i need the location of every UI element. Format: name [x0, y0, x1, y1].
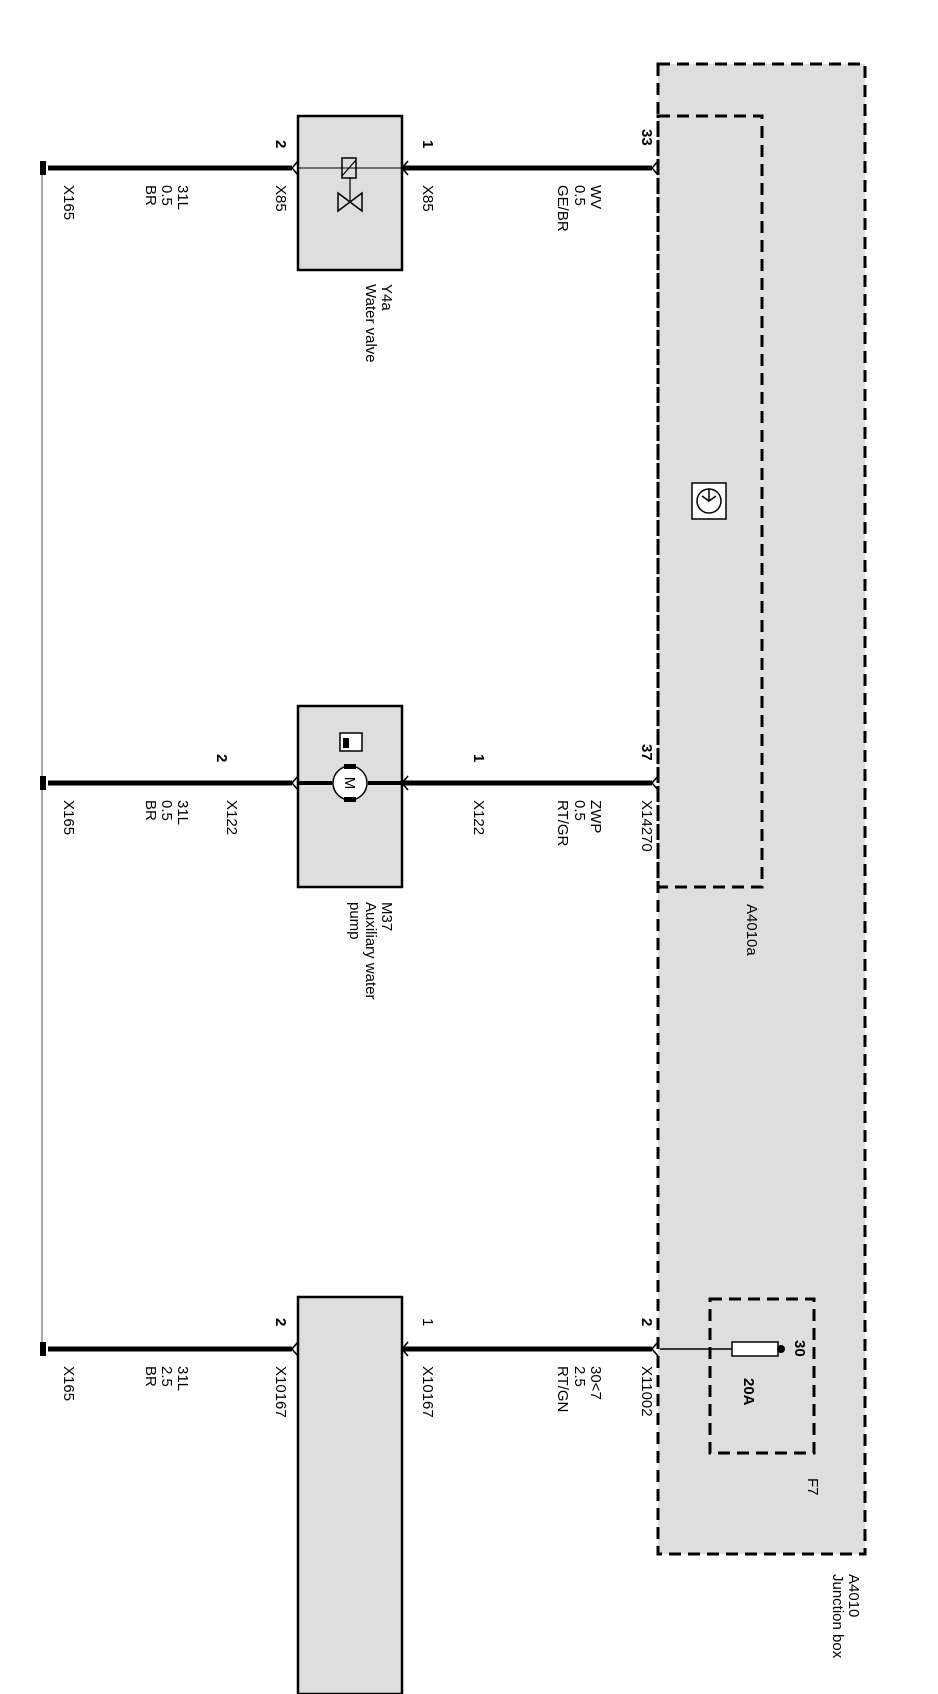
- pin-in-label: 1: [470, 754, 487, 762]
- ground-wire-color-label: BR: [142, 185, 159, 206]
- connector-in-label: X122: [470, 800, 487, 835]
- wire-size-label: 0.5: [571, 800, 588, 821]
- svg-text:M: M: [341, 777, 358, 790]
- ground-wire-color-label: BR: [142, 800, 159, 821]
- motor-icon: M: [332, 732, 368, 802]
- ground-label: X165: [60, 1366, 77, 1401]
- fuse-box-f7[interactable]: [708, 1297, 816, 1455]
- ground-wire-size-label: 0.5: [158, 800, 175, 821]
- wire-lines: [48, 165, 652, 1352]
- ground-label: X165: [60, 800, 77, 835]
- wire-name-label: 30<7: [587, 1366, 604, 1400]
- box-pin-label: 33: [638, 129, 655, 146]
- connector-in-label: X10167: [419, 1366, 436, 1418]
- component-name-label: Water valve: [362, 284, 379, 363]
- wire-size-label: 0.5: [571, 185, 588, 206]
- component-id-label: Y4a: [378, 284, 395, 311]
- component-name-label: Auxiliary water: [362, 902, 379, 1000]
- wire-color-label: RT/GN: [554, 1366, 571, 1412]
- ground-wire-name-label: 31L: [174, 1366, 191, 1391]
- pin-out-label: 2: [272, 1318, 289, 1326]
- box-connector-label: X11002: [638, 1366, 655, 1417]
- fuse-icon: [660, 1341, 785, 1357]
- component-name-label-2: pump: [346, 902, 363, 940]
- ground-wire-name-label: 31L: [174, 185, 191, 210]
- pin-in-label: 1: [419, 140, 436, 148]
- submodule-label: A4010a: [743, 904, 760, 956]
- pin-out-label: 2: [272, 140, 289, 148]
- ground-wire-size-label: 2.5: [158, 1366, 175, 1387]
- ground-terminals: [40, 161, 46, 1356]
- component-id-label: M37: [378, 902, 395, 931]
- junction-box-a4010[interactable]: [656, 62, 867, 1556]
- wire-color-label: RT/GR: [554, 800, 571, 847]
- control-module-icon: [691, 482, 727, 520]
- connector-in-label: X85: [419, 185, 436, 212]
- pin-out-label: 2: [213, 754, 230, 762]
- component-x10167-box[interactable]: [296, 1295, 404, 1694]
- wire-name-label: ZWP: [587, 800, 604, 833]
- connector-symbols: [290, 160, 659, 1357]
- connector-out-label: X122: [223, 800, 240, 835]
- box-pin-label: 37: [638, 744, 655, 761]
- box-connector-label: X14270: [638, 800, 655, 852]
- junction-box-name-label: Junction box: [829, 1574, 846, 1659]
- fuse-terminal-label: 30: [791, 1340, 808, 1357]
- connector-out-label: X10167: [272, 1366, 289, 1418]
- junction-box-id-label: A4010: [845, 1574, 862, 1617]
- pin-in-label: 1: [419, 1318, 436, 1326]
- fuse-rating-label: 20A: [740, 1378, 757, 1406]
- ground-wire-name-label: 31L: [174, 800, 191, 825]
- box-pin-label: 2: [638, 1318, 655, 1326]
- wire-color-label: GE/BR: [554, 185, 571, 232]
- wire-size-label: 2.5: [571, 1366, 588, 1387]
- wire-name-label: WV: [587, 185, 604, 209]
- connector-out-label: X85: [272, 185, 289, 212]
- ground-label: X165: [60, 185, 77, 220]
- ground-wire-size-label: 0.5: [158, 185, 175, 206]
- fuse-id-label: F7: [804, 1478, 821, 1496]
- ground-wire-color-label: BR: [142, 1366, 159, 1387]
